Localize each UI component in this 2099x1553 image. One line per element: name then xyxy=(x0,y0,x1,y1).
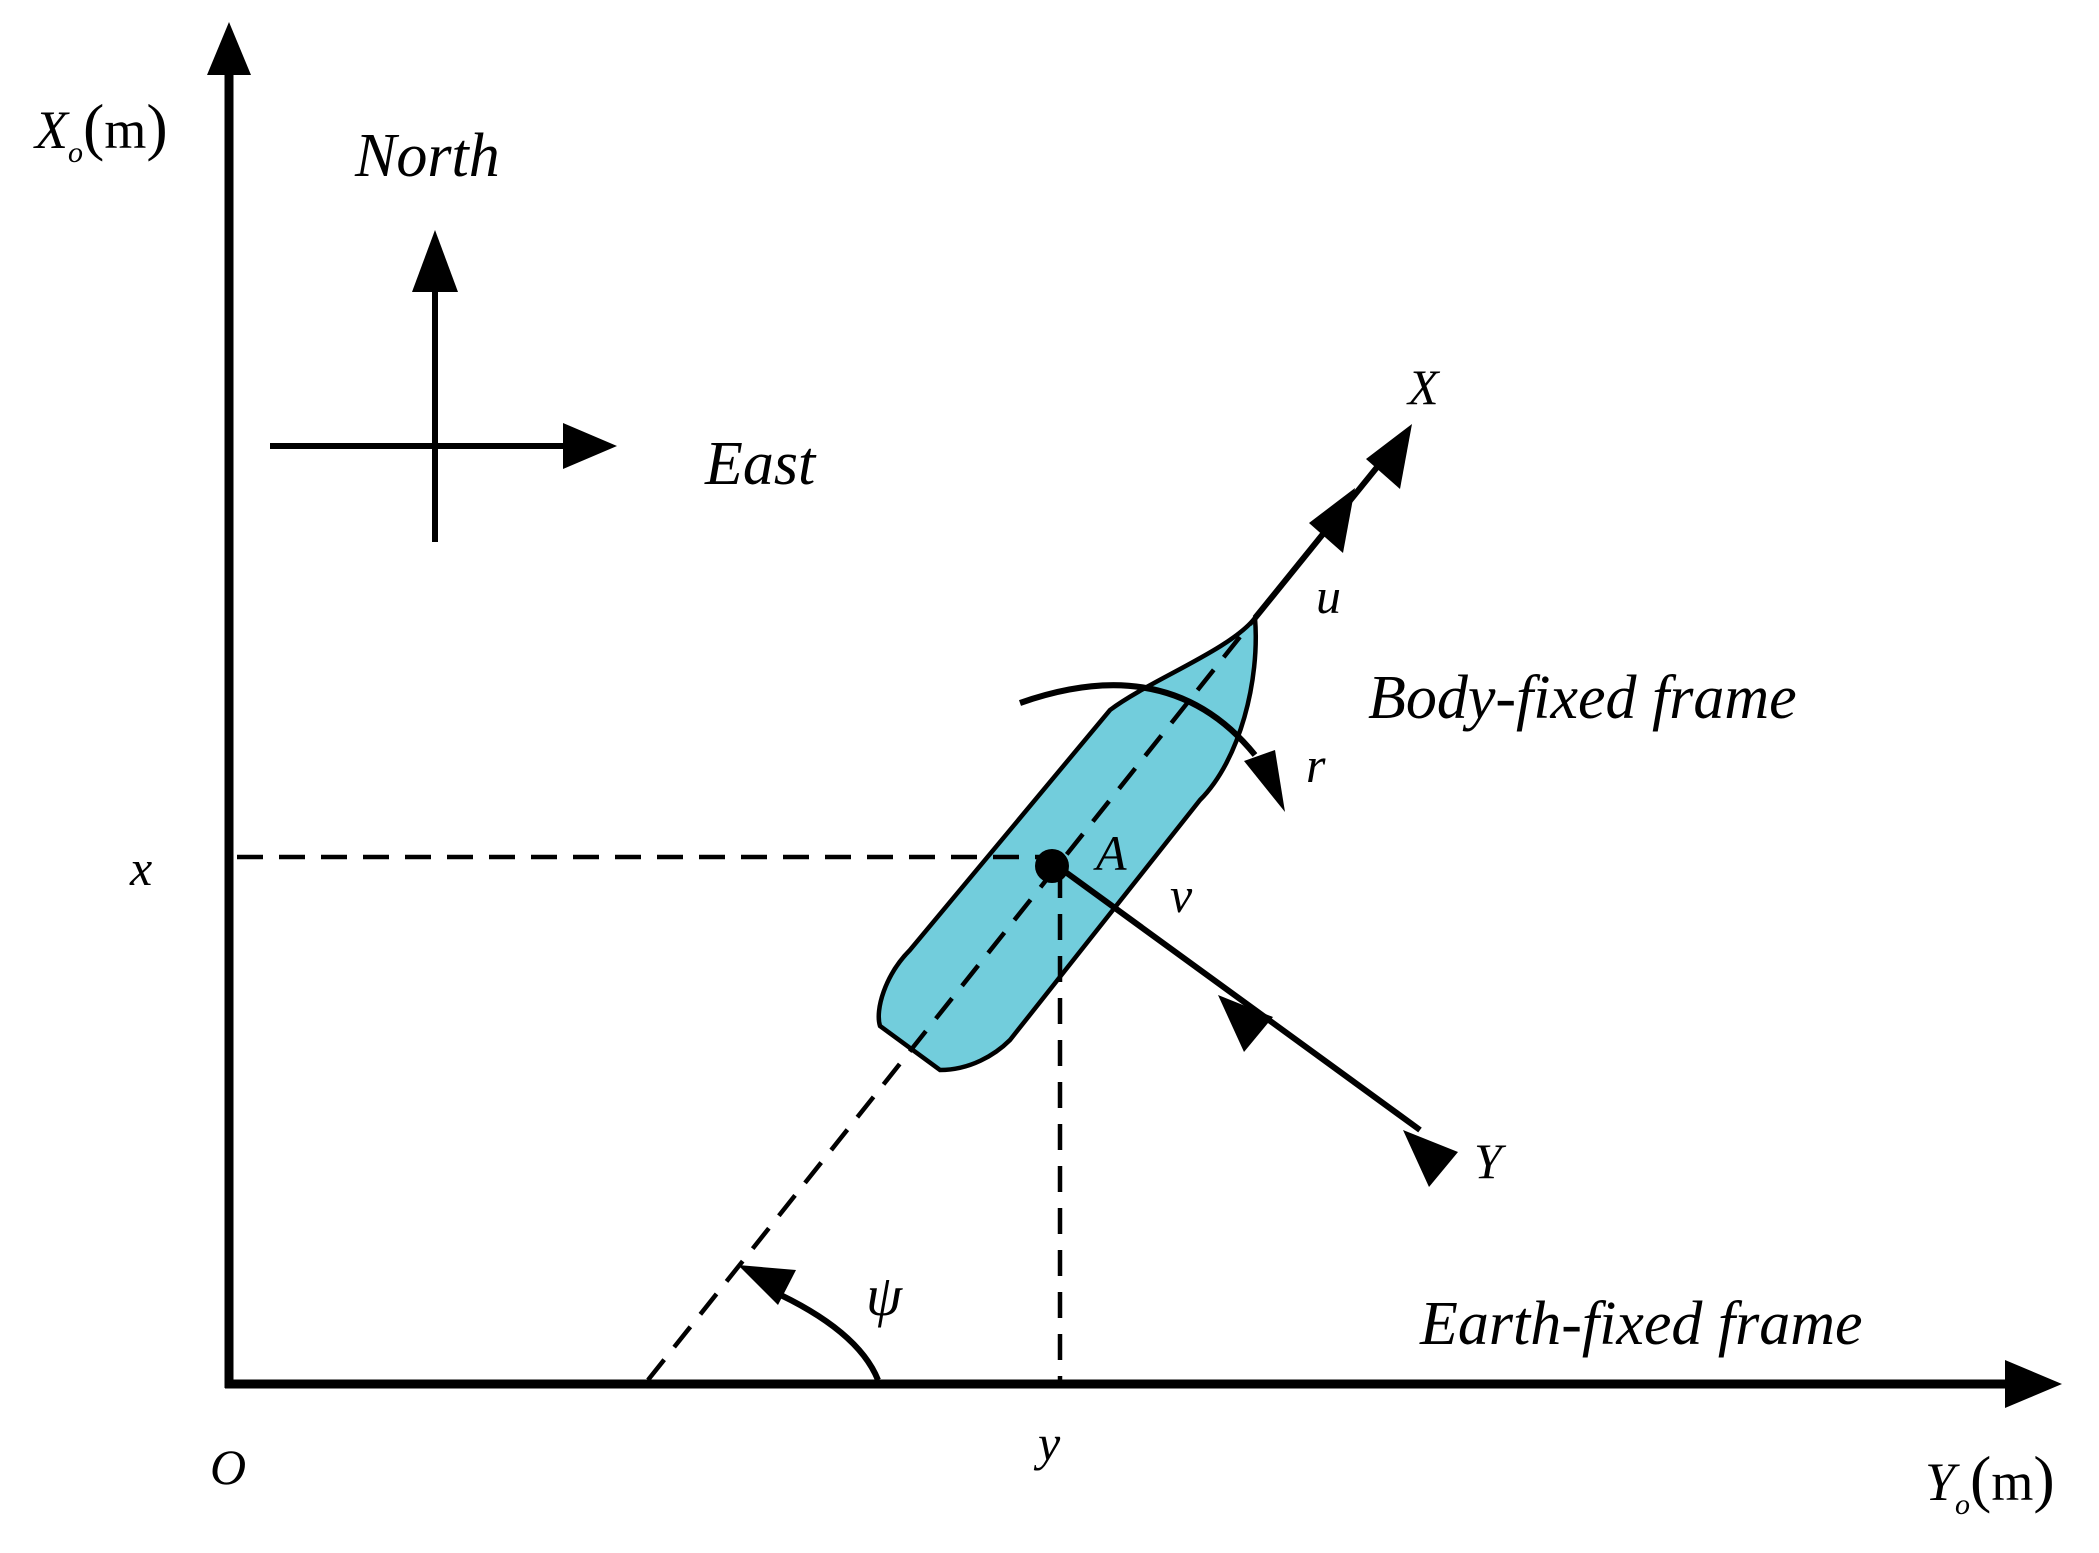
heading-arc xyxy=(768,1287,881,1382)
body-y-label: Y xyxy=(1474,1133,1507,1189)
north-arrowhead xyxy=(412,230,458,292)
heading-centerline xyxy=(646,616,1257,1382)
position-y-label: y xyxy=(1033,1415,1061,1471)
body-x-shaft xyxy=(1252,464,1381,620)
body-x-axis xyxy=(1252,424,1412,620)
yaw-rate-indicator xyxy=(1019,682,1285,812)
body-y-axis xyxy=(1058,865,1458,1187)
heading-angle-label: ψ xyxy=(866,1263,903,1328)
sway-arrowhead xyxy=(1218,995,1273,1052)
body-x-label: X xyxy=(1406,359,1441,415)
origin-label: O xyxy=(210,1439,246,1495)
body-x-arrowhead xyxy=(1366,424,1412,489)
horizontal-axis-arrowhead xyxy=(2005,1360,2062,1408)
surge-label: u xyxy=(1316,568,1341,624)
east-label: East xyxy=(704,430,817,498)
position-x-label: x xyxy=(129,840,152,896)
point-a-label: A xyxy=(1093,825,1127,881)
vertical-axis-arrowhead xyxy=(207,22,251,75)
projection-lines xyxy=(237,616,1257,1384)
sway-label: v xyxy=(1170,867,1193,923)
earth-axes xyxy=(207,22,2062,1408)
vertical-axis-label: Xo(m) xyxy=(33,91,168,169)
east-arrowhead xyxy=(563,423,617,469)
body-y-arrowhead xyxy=(1403,1130,1458,1187)
yaw-rate-arc xyxy=(1019,682,1258,757)
point-a-marker xyxy=(1035,849,1069,883)
yaw-rate-label: r xyxy=(1306,737,1326,793)
body-y-shaft xyxy=(1058,865,1422,1133)
compass-rose xyxy=(270,230,617,542)
north-label: North xyxy=(354,122,500,190)
horizontal-axis-label: Yo(m) xyxy=(1925,1443,2055,1521)
yaw-rate-arrowhead xyxy=(1244,750,1285,812)
surge-arrowhead xyxy=(1309,488,1355,553)
body-frame-label: Body-fixed frame xyxy=(1368,664,1797,732)
earth-frame-label: Earth-fixed frame xyxy=(1419,1290,1863,1358)
heading-arrowhead xyxy=(738,1265,796,1305)
heading-angle-indicator xyxy=(738,1265,881,1382)
